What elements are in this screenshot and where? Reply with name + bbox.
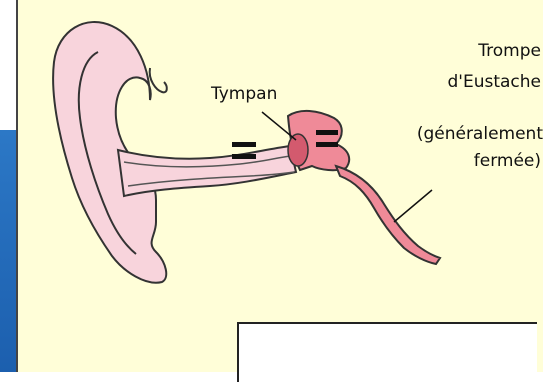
ear-curl <box>150 68 167 92</box>
equal-sign-canal-top <box>232 142 256 147</box>
trompe-leader <box>394 190 432 222</box>
eardrum <box>288 134 308 166</box>
label-trompe-line3: (généralement <box>417 123 543 145</box>
label-tympan: Tympan <box>211 83 277 105</box>
equal-sign-canal-bottom <box>232 154 256 159</box>
label-trompe-line2: d'Eustache <box>448 71 542 93</box>
outer-ear <box>53 22 166 283</box>
ear-diagram <box>0 0 543 372</box>
eustachian-tube <box>336 166 440 264</box>
diagram-stage: Tympan Trompe d'Eustache (généralement f… <box>0 0 543 372</box>
equal-sign-middle-top <box>316 130 338 135</box>
label-trompe-line4: fermée) <box>474 150 541 172</box>
inset-frame <box>237 322 537 382</box>
label-trompe-line1: Trompe <box>478 40 541 62</box>
equal-sign-middle-bottom <box>316 142 338 147</box>
ear-canal <box>118 146 296 196</box>
